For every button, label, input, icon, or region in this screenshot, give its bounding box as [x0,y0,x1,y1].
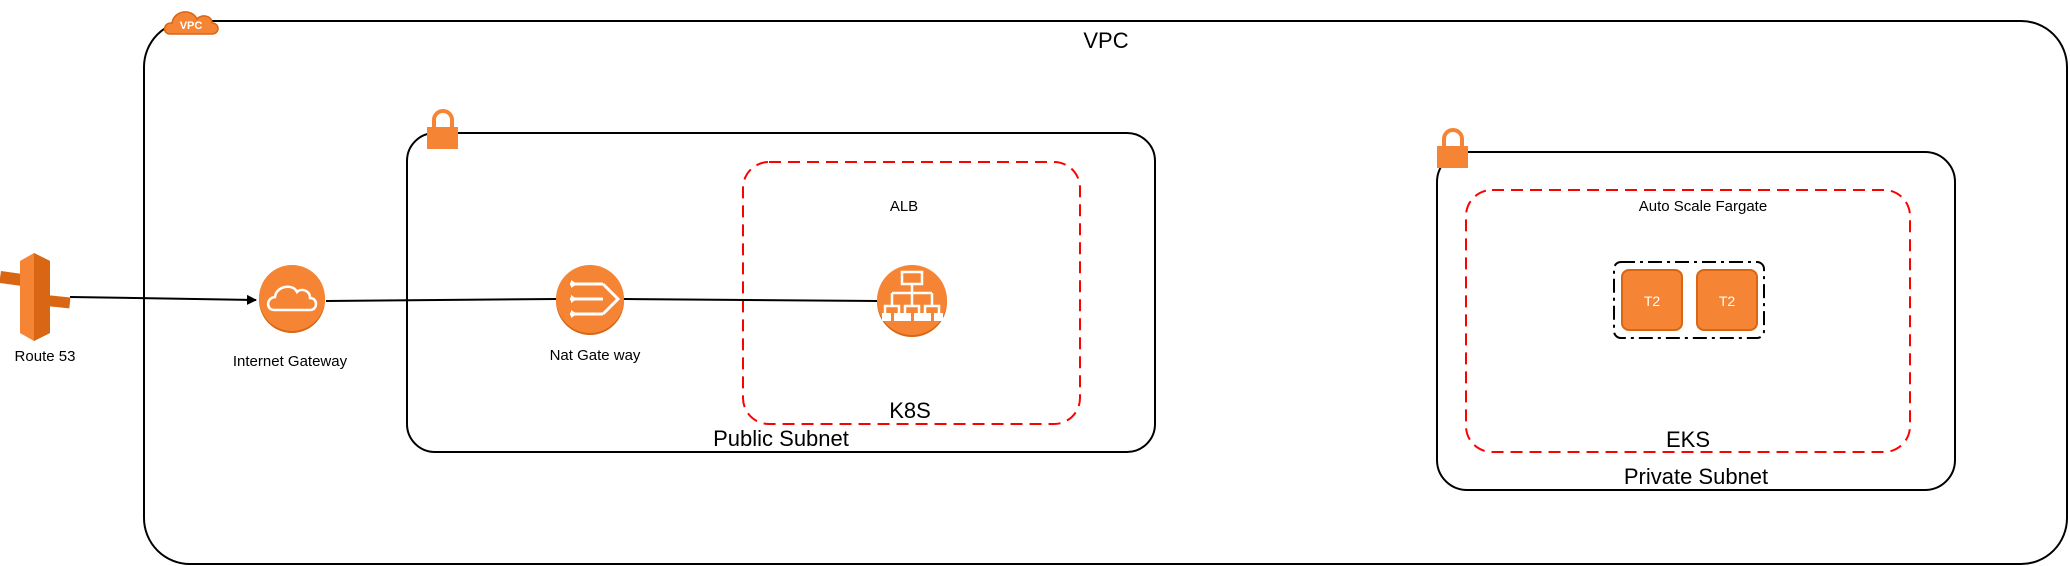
eks-group-boundary [1465,189,1911,453]
auto-scale-fargate-label: Auto Scale Fargate [1639,198,1767,215]
nat-gateway-label: Nat Gate way [550,347,641,364]
connector-igw-to-nat [325,298,558,302]
connector-route53-to-igw [69,294,257,305]
lock-icon [1437,128,1468,168]
nat-gateway-icon [556,265,624,335]
instance-label: T2 [1644,293,1661,309]
lock-icon [427,109,458,149]
private-subnet-label: Private Subnet [1624,464,1768,489]
k8s-group-boundary [742,161,1081,425]
route53-label: Route 53 [15,348,76,365]
internet-gateway-label: Internet Gateway [233,353,348,370]
auto-scaling-group-box [1613,261,1765,339]
connector-nat-to-alb [623,298,880,302]
vpc-boundary [143,20,2068,565]
vpc-badge-text: VPC [180,20,203,32]
private-subnet-boundary [1436,151,1956,491]
route53-icon [0,253,71,341]
public-subnet-label: Public Subnet [713,426,849,451]
public-subnet-boundary [406,132,1156,453]
vpc-label: VPC [1083,28,1128,53]
alb-group-label: ALB [890,198,918,215]
internet-gateway-cloud-icon [259,265,325,333]
eks-group-label: EKS [1666,427,1710,452]
load-balancer-icon [877,265,947,337]
vpc-cloud-icon: VPC [163,11,219,35]
ec2-instance-icon: T2 [1621,269,1683,331]
instance-label: T2 [1719,293,1736,309]
k8s-group-label: K8S [889,398,931,423]
ec2-instance-icon: T2 [1696,269,1758,331]
